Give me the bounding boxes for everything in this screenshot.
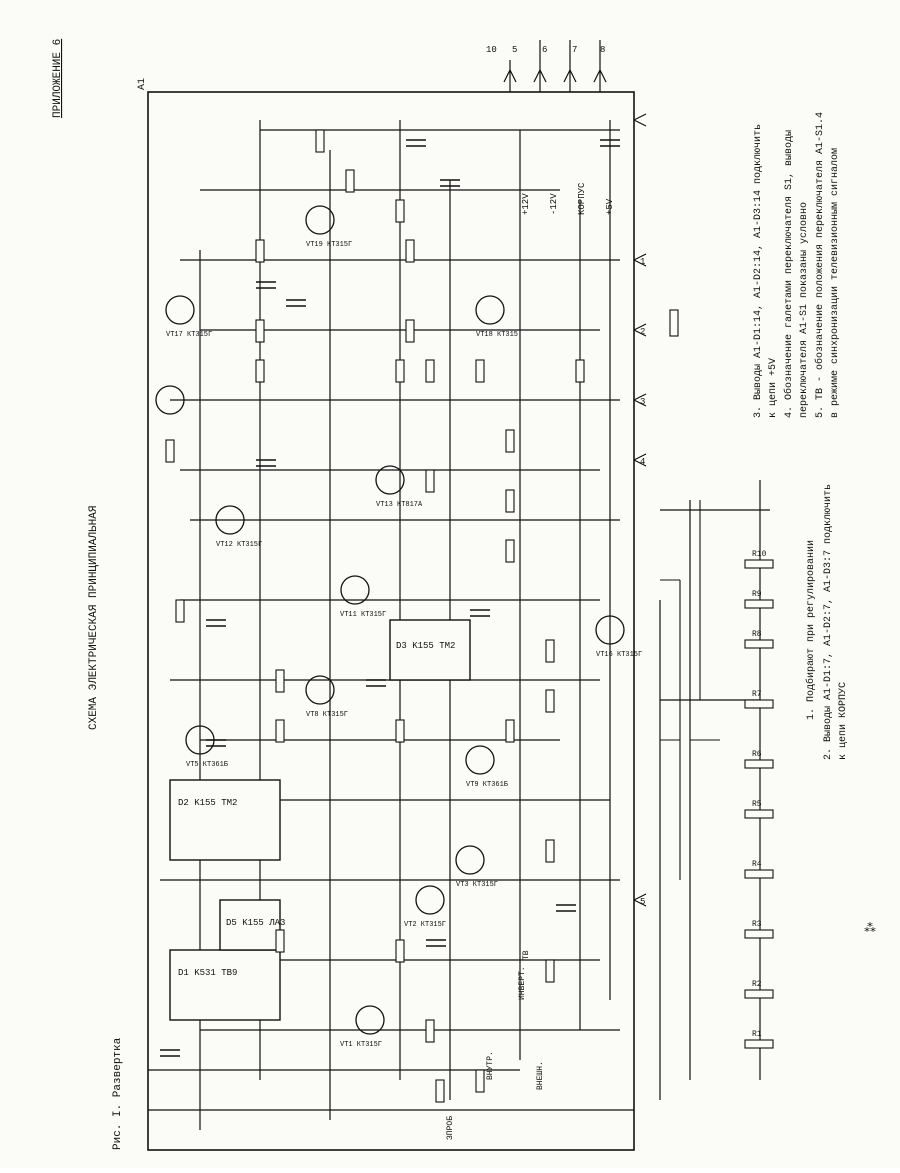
r1-label: R1	[752, 1030, 762, 1039]
vt1-label: VT1 КТ315Г	[340, 1041, 382, 1049]
figure-caption: Рис. I. Развертка	[112, 1037, 124, 1150]
vt5-label: VT5 КТ361Б	[186, 761, 228, 769]
vt19-label: VT19 КТ315Г	[306, 241, 352, 249]
chip-d5-label: D5 K155 ЛА3	[226, 918, 285, 928]
chip-labels: D1 K531 ТВ9 D2 K155 ТМ2 D5 K155 ЛА3 D3 K…	[178, 641, 455, 978]
r6-label: R6	[752, 750, 762, 759]
r5-label: R5	[752, 800, 762, 809]
vt17-label: VT17 КТ315Г	[166, 331, 212, 339]
vt2-label: VT2 КТ315Г	[404, 921, 446, 929]
note-4: 4. Обозначение галетами переключателя S1…	[782, 130, 795, 418]
vt13-label: VT13 КТ817А	[376, 501, 423, 509]
conn-label-12v: +12V	[521, 193, 531, 215]
resistors	[165, 129, 774, 1103]
note-1: 1. Подбирают при регулировании	[804, 540, 817, 720]
r2-label: R2	[752, 980, 762, 989]
note-2b: к цепи КОРПУС	[838, 682, 849, 760]
transistor-vt12	[215, 505, 245, 535]
transistor-vt19	[305, 205, 335, 235]
vt18-label: VT18 КТ315	[476, 331, 518, 339]
r9-label: R9	[752, 590, 762, 599]
vt12-label: VT12 КТ315Г	[216, 541, 262, 549]
r4-label: R4	[752, 860, 762, 869]
pin-7: 7	[572, 45, 577, 55]
edge-pin-3: 3	[640, 397, 645, 407]
vt8-label: VT8 КТ315Г	[306, 711, 348, 719]
edge-pin-5: 5	[640, 897, 645, 907]
chip-d2-label: D3 K155 ТМ2	[396, 641, 455, 651]
transistor-labels: VT1 КТ315Г VT2 КТ315Г VT3 КТ315Г VT5 КТ3…	[166, 241, 642, 1049]
chip-d2	[389, 619, 471, 681]
switch-s1	[660, 500, 720, 880]
transistor-vt11	[340, 575, 370, 605]
top-pin-numbers: 10 5 6 7 8	[486, 45, 605, 55]
transistors	[155, 205, 625, 1035]
r3-label: R3	[752, 920, 762, 929]
edge-pin-2: 2	[640, 327, 645, 337]
r8-label: R8	[752, 630, 762, 639]
transistor-vt16	[595, 615, 625, 645]
chip-d1-label: D1 K531 ТВ9	[178, 968, 237, 978]
edge-pin-numbers: 1 2 3 4 5	[640, 257, 645, 907]
vt11-label: VT11 КТ315Г	[340, 611, 386, 619]
rotated-text: ПРИЛОЖЕНИЕ 6 СХЕМА ЭЛЕКТРИЧЕСКАЯ ПРИНЦИП…	[52, 39, 849, 1150]
note-3b: к цепи +5V	[768, 358, 779, 418]
capacitors	[160, 139, 620, 1057]
transistor-vt18	[475, 295, 505, 325]
ic-chips	[169, 619, 471, 1021]
transistor-vt1	[355, 1005, 385, 1035]
label-inv: ИНВЕРТ.	[518, 966, 527, 1000]
connector-pins	[503, 40, 647, 907]
transistor-vt8	[305, 675, 335, 705]
note-4b: переключателя A1-S1 показаны условно	[799, 202, 810, 418]
conn-label-5v: +5V	[605, 198, 615, 215]
board-outline	[147, 91, 635, 1151]
transistor-vt17	[165, 295, 195, 325]
label-sync: ВНЕШН.	[536, 1061, 545, 1090]
conn-label-ground: КОРПУС	[577, 182, 587, 215]
note-5: 5. ТВ - обозначение положения переключат…	[813, 112, 826, 418]
vt9-label: VT9 КТ361Б	[466, 781, 508, 789]
edge-pin-4: 4	[640, 457, 645, 467]
conn-label-m12v: -12V	[549, 193, 559, 215]
appendix-label: ПРИЛОЖЕНИЕ 6	[52, 39, 64, 118]
note-2: 2. Выводы A1-D1:7, A1-D2:7, A1-D3:7 подк…	[823, 484, 834, 760]
chip-d5	[219, 899, 281, 951]
chip-d3	[169, 779, 281, 861]
chip-d3-label: D2 K155 ТМ2	[178, 798, 237, 808]
pin-8: 8	[600, 45, 605, 55]
pin-6: 6	[542, 45, 547, 55]
vt16-label: VT16 КТ315Г	[596, 651, 642, 659]
transistor-vt3	[455, 845, 485, 875]
resistor-chain-labels: R1 R2 R3 R4 R5 R6 R7 R8 R9 R10	[752, 550, 767, 1039]
transistor-vt14	[155, 385, 185, 415]
label-int: ВНУТР.	[486, 1051, 495, 1080]
edge-pin-1: 1	[640, 257, 645, 267]
transistor-vt13	[375, 465, 405, 495]
pin-10: 10	[486, 45, 497, 55]
pen-mark: ⁂	[864, 922, 876, 936]
transistor-vt2	[415, 885, 445, 915]
transistor-vt9	[465, 745, 495, 775]
r7-label: R7	[752, 690, 762, 699]
label-spr: ЗПРОБ	[446, 1116, 455, 1140]
note-3: 3. Выводы A1-D1:14, A1-D2:14, A1-D3:14 п…	[753, 124, 764, 418]
r10-label: R10	[752, 550, 767, 559]
label-tb: ТВ	[522, 950, 531, 960]
vt3-label: VT3 КТ315Г	[456, 881, 498, 889]
diagram-title: СХЕМА ЭЛЕКТРИЧЕСКАЯ ПРИНЦИПИАЛЬНАЯ	[88, 506, 100, 730]
chip-d1	[169, 949, 281, 1021]
block-label: A1	[137, 78, 148, 90]
note-5b: в режиме синхронизации телевизионным сиг…	[830, 148, 841, 418]
pin-5: 5	[512, 45, 517, 55]
